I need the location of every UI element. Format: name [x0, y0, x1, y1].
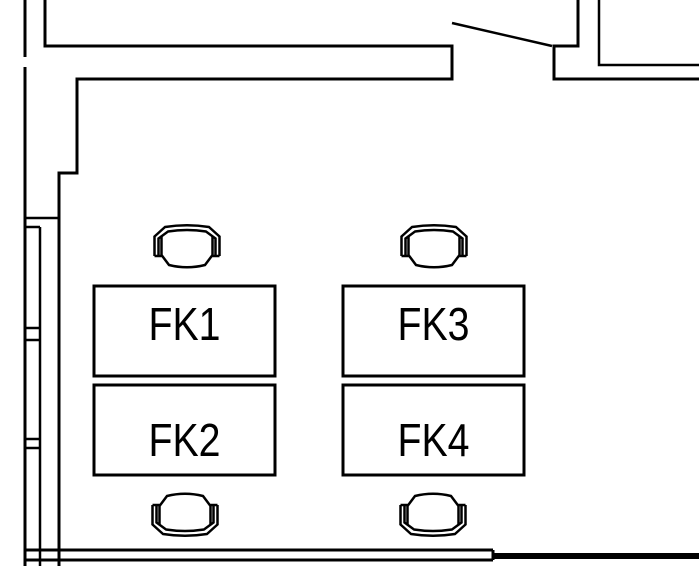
door-leaf-line: [451, 21, 553, 48]
chair-icon: [399, 492, 467, 537]
chair-icon: [151, 492, 219, 537]
desk-fk3-label: FK3: [398, 298, 470, 350]
chair-icon: [400, 224, 468, 269]
desks: FK1 FK2 FK3 FK4: [92, 284, 526, 477]
desk-fk1[interactable]: FK1: [92, 284, 277, 378]
desk-fk1-label: FK1: [149, 298, 221, 350]
window-mullion-2: [25, 437, 40, 450]
wall-lines: [23, 0, 699, 566]
window-mullion-1: [25, 326, 40, 342]
desk-fk2-label: FK2: [149, 414, 221, 466]
desk-fk3[interactable]: FK3: [341, 284, 526, 378]
wall-bottom-double: [25, 548, 495, 562]
desk-fk1-outline[interactable]: [92, 284, 277, 378]
wall-top-right-jamb: [552, 0, 699, 81]
desk-fk4-label: FK4: [398, 414, 470, 466]
chair-icon: [153, 224, 221, 269]
desk-fk2[interactable]: FK2: [92, 383, 277, 477]
desk-fk4-outline[interactable]: [341, 383, 526, 477]
chairs: [151, 224, 468, 537]
wall-top-right-inner: [597, 0, 699, 67]
desk-fk4[interactable]: FK4: [341, 383, 526, 477]
window-left: [25, 216, 59, 566]
wall-top-and-left-inner: [43, 0, 454, 566]
desk-fk2-outline[interactable]: [92, 383, 277, 477]
desk-fk3-outline[interactable]: [341, 284, 526, 378]
